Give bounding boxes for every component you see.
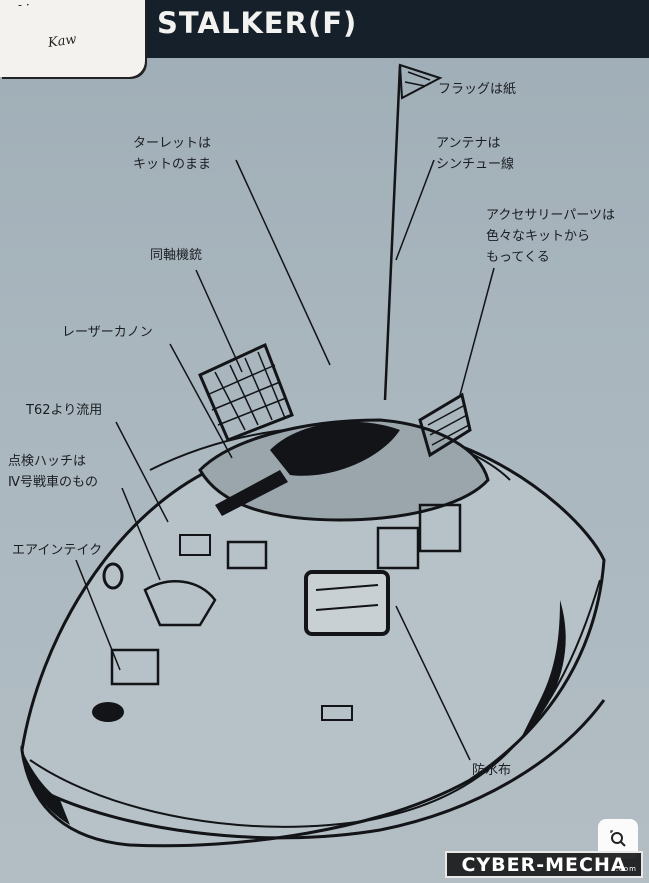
accessory-panel <box>418 392 472 458</box>
side-port <box>102 562 124 590</box>
laser-cannon-barrel <box>215 470 288 516</box>
turret-group <box>198 63 490 636</box>
label-air-intake: エアインテイク <box>12 543 103 558</box>
label-turret-line-1: ターレットは <box>133 136 212 151</box>
label-hatch-line-1: 点検ハッチは <box>8 454 87 469</box>
label-laser-cannon: レーザーカノン <box>62 325 153 340</box>
hull-skirt <box>39 699 606 840</box>
label-tarp: 防水布 <box>472 763 512 778</box>
corner-note-tab: - · Kaw <box>0 0 145 77</box>
artist-signature: Kaw <box>47 32 78 51</box>
flag <box>398 63 443 100</box>
watermark-suffix: .com <box>615 865 637 873</box>
image-search-icon <box>610 830 626 847</box>
hull-shadow-left <box>20 745 70 825</box>
label-hatch-line-2: Ⅳ号戦車のもの <box>8 475 98 490</box>
label-antenna-line-2: シンチュー線 <box>436 157 515 172</box>
intake-port <box>92 702 124 722</box>
label-antenna: アンテナは シンチュー線 <box>436 133 514 175</box>
box-1 <box>376 526 420 570</box>
antenna-mast <box>383 64 402 401</box>
small-plate <box>321 705 353 721</box>
turret-body <box>198 418 490 522</box>
hatch-plate <box>226 540 268 570</box>
label-hatch: 点検ハッチは Ⅳ号戦車のもの <box>8 451 98 493</box>
tarp-bundle <box>304 570 390 636</box>
hull-shadow <box>520 600 566 740</box>
corner-marks: - · <box>18 0 30 12</box>
label-turret: ターレットは キットのまま <box>133 133 211 175</box>
radar-grid <box>198 342 294 442</box>
intake-plate <box>110 648 160 686</box>
label-accessory-line-2: 色々なキットから <box>486 229 591 244</box>
label-t62: T62より流用 <box>26 403 103 418</box>
label-antenna-line-1: アンテナは <box>436 136 501 151</box>
watermark: CYBER-MECHA .com <box>445 851 643 878</box>
page-title: STALKER(F) <box>157 6 358 40</box>
deck-block <box>143 580 217 627</box>
label-accessory: アクセサリーパーツは 色々なキットから もってくる <box>486 205 615 268</box>
label-turret-line-2: キットのまま <box>133 157 212 172</box>
label-accessory-line-3: もってくる <box>486 250 550 265</box>
fender-block <box>179 534 211 556</box>
watermark-text: CYBER-MECHA <box>461 853 627 876</box>
hull-outline <box>20 431 606 848</box>
leader-lines <box>75 159 495 761</box>
box-2 <box>418 503 462 553</box>
label-flag: フラッグは紙 <box>438 82 517 97</box>
turret-dark-core <box>270 421 400 476</box>
label-accessory-line-1: アクセサリーパーツは <box>486 208 615 223</box>
label-coaxial-mg: 同軸機銃 <box>150 248 203 263</box>
